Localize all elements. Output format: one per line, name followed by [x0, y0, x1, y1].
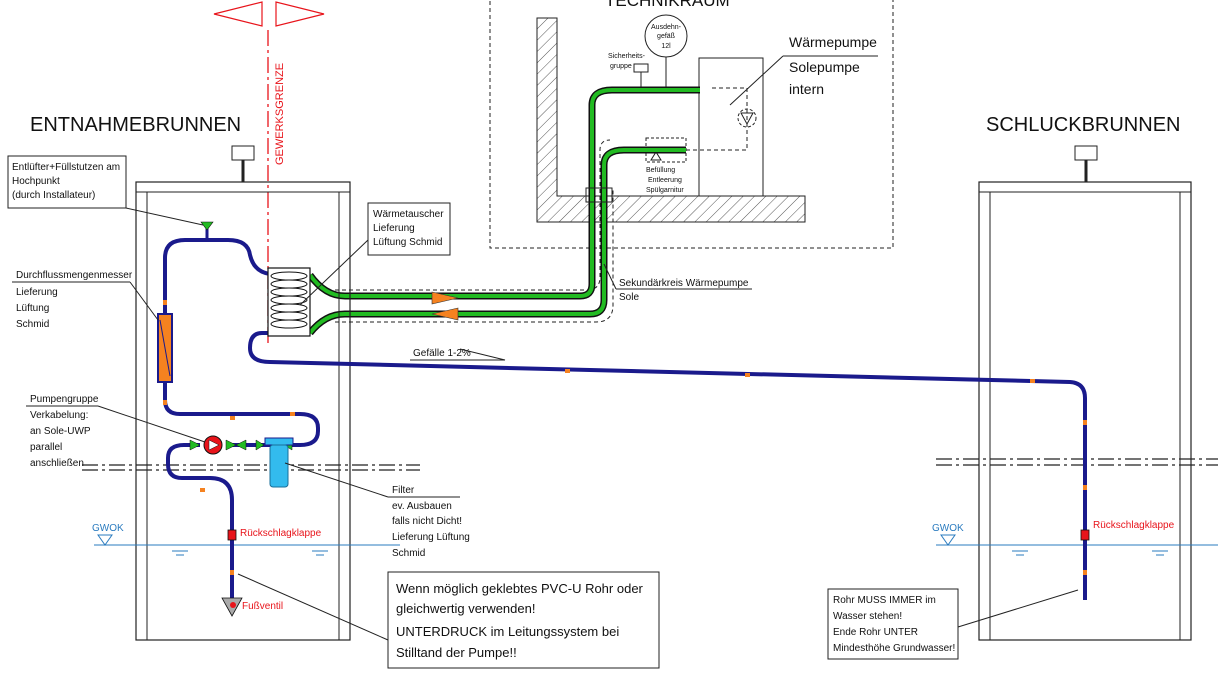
filter-line-3: falls nicht Dicht! — [392, 516, 462, 527]
callouts: Entlüfter+Füllstutzen am Hochpunkt (durc… — [7, 155, 1079, 669]
waermetauscher-box — [367, 202, 451, 256]
solepumpe-icon — [737, 108, 757, 128]
entlueft-line-3: (durch Installateur) — [12, 190, 95, 201]
sole-flow-pipe — [308, 88, 700, 298]
pvc-line-2: gleichwertig verwenden! — [396, 601, 535, 616]
technikraum-title: TECHNIKRAUM — [605, 0, 730, 10]
pump-triangle-icon — [740, 112, 754, 126]
filter-line-2: ev. Ausbauen — [392, 501, 452, 512]
solepumpe-label: Solepumpe — [789, 59, 860, 75]
fussventil-label: Fußventil — [242, 601, 283, 612]
sicherheit-label-2: gruppe — [610, 63, 632, 70]
water-level-icon — [97, 534, 113, 546]
entnahmebrunnen: ENTNAHMEBRUNNEN GWOK — [30, 114, 420, 641]
gwok-left-label: GWOK — [92, 523, 124, 534]
rohr-line-4: Mindesthöhe Grundwasser! — [833, 643, 955, 654]
valve-icon — [189, 439, 201, 451]
sole-return-pipe — [308, 148, 686, 335]
right-well-shaft — [978, 181, 1192, 641]
groundwater-pipe — [163, 238, 1087, 600]
pg-line-2: Verkabelung: — [30, 410, 88, 421]
dfm-line-1: Durchflussmengenmesser — [16, 270, 133, 281]
rueckschlagklappe-right-label: Rückschlagklappe — [1093, 520, 1175, 531]
ausdehn-label-2: gefäß — [657, 33, 675, 40]
check-valve-left-icon — [227, 529, 237, 541]
sekundaerkreis-label: Sekundärkreis Wärmepumpe — [619, 278, 749, 289]
flow-meter — [157, 313, 173, 383]
rohr-note-box — [827, 588, 959, 660]
filter — [264, 437, 294, 488]
pvc-note-box — [387, 571, 660, 669]
rohr-line-1: Rohr MUSS IMMER im — [833, 595, 936, 606]
safety-group-icon — [633, 63, 649, 73]
pvc-line-4: Stilltand der Pumpe!! — [396, 645, 517, 660]
ausdehn-label-3: 12l — [661, 43, 671, 50]
waermepumpe-label: Wärmepumpe — [789, 34, 877, 50]
entlueft-box — [7, 155, 127, 209]
rohr-line-2: Wasser stehen! — [833, 611, 902, 622]
dfm-line-4: Schmid — [16, 319, 49, 330]
wt-line-3: Lüftung Schmid — [373, 237, 443, 248]
gwok-right-label: GWOK — [932, 523, 964, 534]
pump-group — [189, 435, 293, 455]
filter-line-4: Lieferung Lüftung — [392, 532, 470, 543]
left-well-shaft — [135, 181, 351, 641]
filter-line-5: Schmid — [392, 548, 425, 559]
wall-hatch — [536, 17, 806, 223]
return-arrow-icon — [431, 307, 459, 321]
property-line: GEWERKSGRENZE — [213, 1, 325, 345]
ball-valve-icon — [225, 439, 247, 451]
pg-line-3: an Sole-UWP — [30, 426, 91, 437]
entlueft-line-1: Entlüfter+Füllstutzen am — [12, 162, 120, 173]
schluckbrunnen-title: SCHLUCKBRUNNEN — [986, 114, 1180, 136]
vent-valve-icon — [200, 221, 214, 231]
gewerksgrenze-label: GEWERKSGRENZE — [274, 63, 286, 165]
technikraum-room: TECHNIKRAUM Ausdehn- gefäß 12l Sicherhei… — [489, 0, 894, 249]
wt-line-2: Lieferung — [373, 223, 415, 234]
foot-valve: Fußventil — [221, 597, 283, 617]
befuellung-label: Befüllung — [646, 167, 675, 174]
boundary-arrow-left-icon — [213, 1, 263, 27]
pg-line-1: Pumpengruppe — [30, 394, 99, 405]
rohr-line-3: Ende Rohr UNTER — [833, 627, 918, 638]
filter-body — [269, 444, 289, 488]
rueckschlagklappe-left-label: Rückschlagklappe — [240, 528, 322, 539]
schluckbrunnen: SCHLUCKBRUNNEN GWOK — [932, 114, 1218, 641]
flow-arrow-icon — [431, 291, 459, 305]
secondary-circuit: Sekundärkreis Wärmepumpe Sole — [307, 86, 752, 336]
pg-line-4: parallel — [30, 442, 62, 453]
pvc-line-1: Wenn möglich geklebtes PVC-U Rohr oder — [396, 581, 644, 596]
pvc-line-3: UNTERDRUCK im Leitungssystem bei — [396, 624, 619, 639]
entnahmebrunnen-title: ENTNAHMEBRUNNEN — [30, 114, 241, 136]
spuel-label: Spülgarnitur — [646, 187, 684, 194]
pg-line-5: anschließen — [30, 458, 84, 469]
heat-pump-box — [698, 57, 764, 197]
intern-label: intern — [789, 81, 824, 97]
filter-line-1: Filter — [392, 485, 415, 496]
boundary-arrow-right-icon — [275, 1, 325, 27]
sicherheit-label-1: Sicherheits- — [608, 53, 646, 60]
pipe-markers — [163, 300, 1087, 575]
entlueft-line-2: Hochpunkt — [12, 176, 60, 187]
ausdehn-label-1: Ausdehn- — [651, 24, 682, 31]
entleerung-label: Entleerung — [648, 177, 682, 184]
dfm-line-2: Lieferung — [16, 287, 58, 298]
dfm-line-3: Lüftung — [16, 303, 49, 314]
water-level-right-icon — [940, 534, 956, 546]
check-valve-right-icon — [1080, 529, 1090, 541]
sole-label: Sole — [619, 292, 639, 303]
vent-valve — [200, 221, 214, 240]
gefaelle-label: Gefälle 1-2% — [413, 348, 471, 359]
wt-line-1: Wärmetauscher — [373, 209, 444, 220]
